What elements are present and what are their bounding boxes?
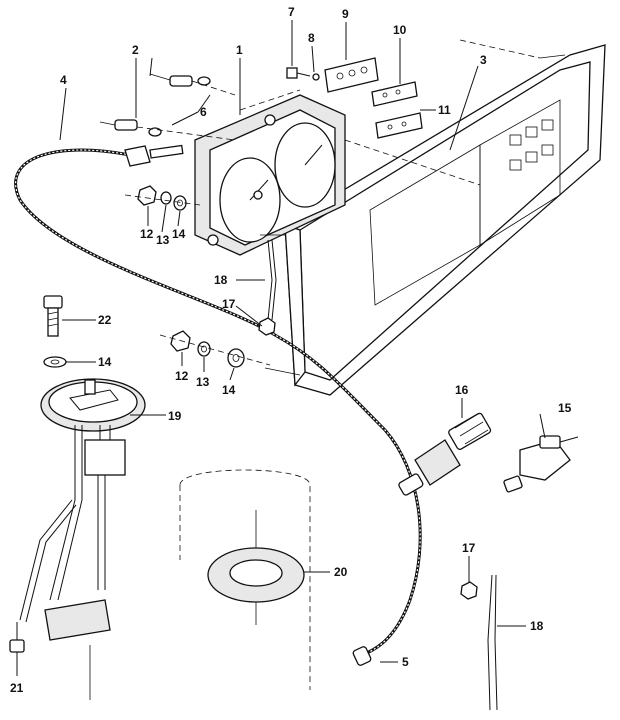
printed-circuit-plate-lower	[375, 112, 423, 139]
fuel-tank-outline	[89, 469, 311, 700]
instrument-panel-housing	[264, 39, 606, 396]
label-part-17-upper: 17	[222, 297, 236, 311]
bulb-socket-lower	[99, 119, 236, 141]
label-part-5: 5	[402, 655, 409, 669]
part-number-labels: 1 2 3 4 5 6 7 8 9 10 11 12 13 14 12 13 1…	[10, 5, 572, 695]
label-part-20: 20	[334, 565, 348, 579]
nut-lower	[460, 581, 478, 600]
label-part-15: 15	[558, 401, 572, 415]
label-part-12-lower: 12	[175, 369, 189, 383]
mounting-hardware-upper	[124, 185, 201, 211]
label-part-21: 21	[10, 681, 24, 695]
label-part-12-upper: 12	[140, 227, 154, 241]
label-part-2: 2	[132, 43, 139, 57]
label-part-10: 10	[393, 23, 407, 37]
mounting-hardware-lower	[159, 330, 271, 368]
label-part-11: 11	[438, 103, 451, 117]
label-part-18-upper: 18	[214, 273, 228, 287]
speedometer-cable	[14, 144, 422, 657]
label-part-17-lower: 17	[462, 541, 476, 555]
label-part-6: 6	[200, 105, 207, 119]
label-part-14-upper: 14	[172, 227, 186, 241]
temperature-sender	[398, 412, 492, 496]
label-part-13-upper: 13	[156, 233, 170, 247]
screw	[286, 67, 311, 79]
label-part-14-sender: 14	[98, 355, 112, 369]
label-part-16: 16	[455, 383, 469, 397]
label-part-1: 1	[236, 43, 243, 57]
leader-lines	[16, 20, 546, 676]
label-part-9: 9	[342, 7, 349, 21]
label-part-18-lower: 18	[530, 619, 544, 633]
label-part-3: 3	[480, 53, 487, 67]
washer-sender	[43, 356, 67, 368]
label-part-19: 19	[168, 409, 182, 423]
nut-upper	[258, 317, 276, 336]
wire-harness-lower	[487, 574, 498, 711]
sender-terminal	[9, 622, 25, 653]
label-part-22: 22	[98, 313, 112, 327]
bolt	[43, 295, 63, 337]
oil-pressure-switch	[503, 435, 579, 493]
printed-circuit-plate-upper	[371, 81, 418, 107]
label-part-7: 7	[288, 5, 295, 19]
wire-harness-upper	[260, 234, 285, 321]
gauge-assembly	[194, 89, 481, 256]
label-part-14-lower: 14	[222, 383, 236, 397]
tank-gasket	[207, 510, 305, 625]
washer-small	[312, 73, 320, 81]
bulb-socket-upper	[149, 73, 236, 96]
fuel-sending-unit	[19, 378, 146, 641]
label-part-13-lower: 13	[196, 375, 210, 389]
label-part-8: 8	[308, 31, 315, 45]
warning-light-cluster	[509, 119, 554, 171]
connector-bracket	[324, 57, 379, 93]
label-part-4: 4	[60, 73, 67, 87]
cable-end-fitting	[352, 646, 372, 666]
